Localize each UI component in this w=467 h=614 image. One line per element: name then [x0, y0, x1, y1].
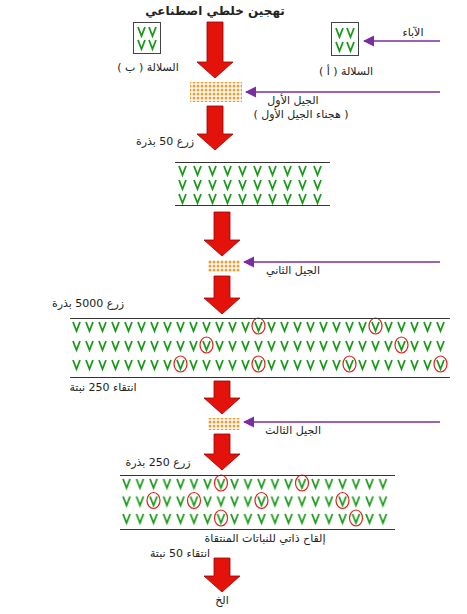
parent-box: السلالة ( ب ) — [133, 22, 161, 54]
selection-circle — [215, 475, 228, 491]
selection-circle — [252, 318, 265, 334]
plant-field — [178, 165, 328, 206]
selection-circle — [369, 318, 382, 334]
pointer-arrow — [244, 421, 440, 423]
pointer-arrow — [246, 91, 440, 93]
flow-arrow — [204, 434, 240, 470]
flow-arrow — [204, 212, 240, 256]
plant-symbol — [138, 27, 156, 49]
step-label: زرع 5000 بذرة — [43, 297, 133, 311]
step-label: انتقاء 50 نبتة — [140, 547, 220, 561]
seed-cluster — [208, 260, 240, 272]
plant-field — [122, 478, 392, 529]
flow-arrow — [204, 558, 240, 592]
selection-circle — [255, 493, 268, 509]
selection-circle — [395, 337, 408, 353]
generation-label: الخ — [207, 594, 237, 608]
selection-circle — [343, 356, 356, 372]
pointer-arrow — [244, 261, 440, 263]
selection-circle — [147, 493, 160, 509]
selection-circle — [252, 356, 265, 372]
step-label: انتقاء 250 نبتة — [58, 381, 148, 395]
flow-arrow — [197, 22, 233, 78]
selection-circle — [350, 510, 363, 526]
parent-label: السلالة ( ب ) — [103, 61, 193, 75]
pointer-arrow — [364, 40, 440, 42]
selection-circle — [200, 337, 213, 353]
flow-arrow — [197, 106, 233, 150]
generation-label: الجيل الثاني — [258, 264, 328, 278]
diagram-title: تهجين خلطي اصطناعي — [140, 3, 290, 19]
generation-label: الآباء — [388, 26, 438, 40]
generation-label: الجيل الأول — [258, 94, 328, 108]
field-band: زرع 250 بذرةإلقاح ذاتي للنباتات المنتقاة… — [120, 475, 395, 530]
step-label: زرع 250 بذرة — [113, 456, 203, 470]
field-band: زرع 5000 بذرةانتقاء 250 نبتة — [70, 318, 450, 378]
selection-circle — [174, 356, 187, 372]
seed-cluster — [190, 82, 242, 102]
flow-arrow — [204, 276, 240, 314]
selection-circle — [215, 510, 228, 526]
generation-label: ( هجناء الجيل الأول ) — [246, 108, 356, 122]
selection-circle — [336, 493, 349, 509]
generation-label: الجيل الثالث — [258, 424, 328, 438]
selection-circle — [296, 475, 309, 491]
step-label: إلقاح ذاتي للنباتات المنتقاة — [180, 532, 350, 546]
field-band: زرع 50 بذرة — [175, 162, 330, 206]
step-label: زرع 50 بذرة — [130, 135, 200, 149]
selection-circle — [188, 493, 201, 509]
plant-symbol — [336, 28, 354, 51]
plant-field — [72, 321, 448, 378]
flow-arrow — [204, 381, 240, 414]
parent-label: السلالة ( أ ) — [301, 65, 391, 79]
seed-cluster — [208, 418, 240, 430]
selection-circle — [434, 356, 447, 372]
parent-box: السلالة ( أ ) — [331, 22, 359, 56]
